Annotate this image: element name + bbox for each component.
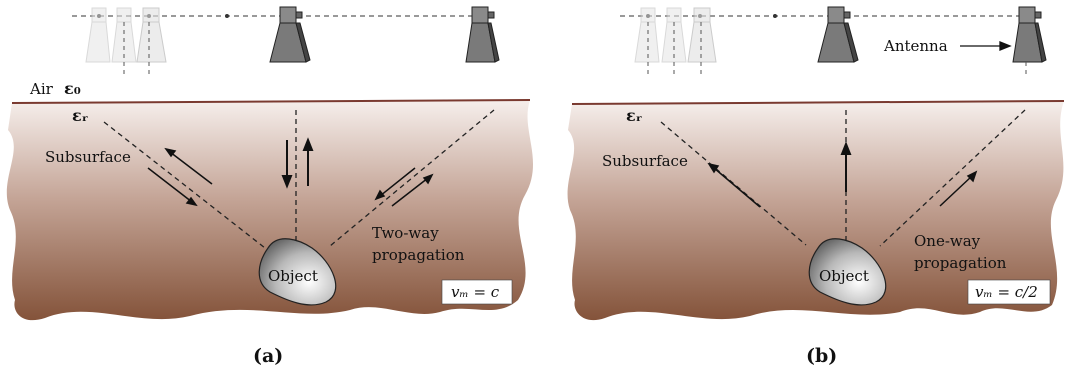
track-dot [225,14,229,18]
ray-left [660,121,807,246]
one-way-arrow-right [939,170,978,207]
ghost-antenna [85,7,111,63]
air-ground-boundary [11,99,531,104]
one-way-arrow-left [707,162,761,208]
one-way-arrow-center [840,141,852,192]
antenna-icon [269,6,311,63]
antenna-icon [817,6,859,63]
two-way-arrows-left [147,147,213,207]
ray-right [879,109,1026,247]
epsr-label: εᵣ [626,106,642,125]
track-dot [773,14,777,18]
air-ground-boundary [571,100,1065,105]
velocity-label: vₘ = c [451,283,500,301]
subsurface-soil [6,100,534,321]
antenna-pointer-arrow [960,41,1012,51]
ghost-antenna [687,7,717,63]
propagation-label-line2: propagation [372,246,465,264]
antenna-label: Antenna [883,37,948,55]
propagation-label-line1: One-way [914,232,981,250]
antenna-icon [1012,6,1047,63]
eps0-label: ε₀ [64,79,81,98]
velocity-label: vₘ = c/2 [975,283,1038,301]
ghost-antenna [634,7,660,63]
propagation-label-line2: propagation [914,254,1007,272]
antenna-icon [465,6,500,63]
velocity-box [967,279,1051,305]
air-label: Air [29,80,54,98]
caption-a: (a) [253,345,283,367]
ghost-antenna [111,7,137,63]
two-way-arrows-center [281,137,314,189]
panel-a: Air ε₀ εᵣ Subsurface Object Two-way prop… [6,6,534,367]
object-label: Object [819,267,869,285]
buried-object [808,238,887,306]
two-way-arrows-right [374,167,434,207]
panel-b: Antenna εᵣ Subsurface Object One-way pro… [567,6,1065,367]
ray-left [103,121,266,249]
propagation-label-line1: Two-way [372,224,439,242]
object-label: Object [268,267,318,285]
subsurface-soil [567,101,1064,321]
subsurface-label: Subsurface [602,152,688,170]
velocity-box [441,279,513,305]
buried-object [258,238,337,306]
caption-b: (b) [806,345,837,367]
subsurface-label: Subsurface [45,148,131,166]
ghost-antenna [136,7,167,63]
epsr-label: εᵣ [72,106,88,125]
